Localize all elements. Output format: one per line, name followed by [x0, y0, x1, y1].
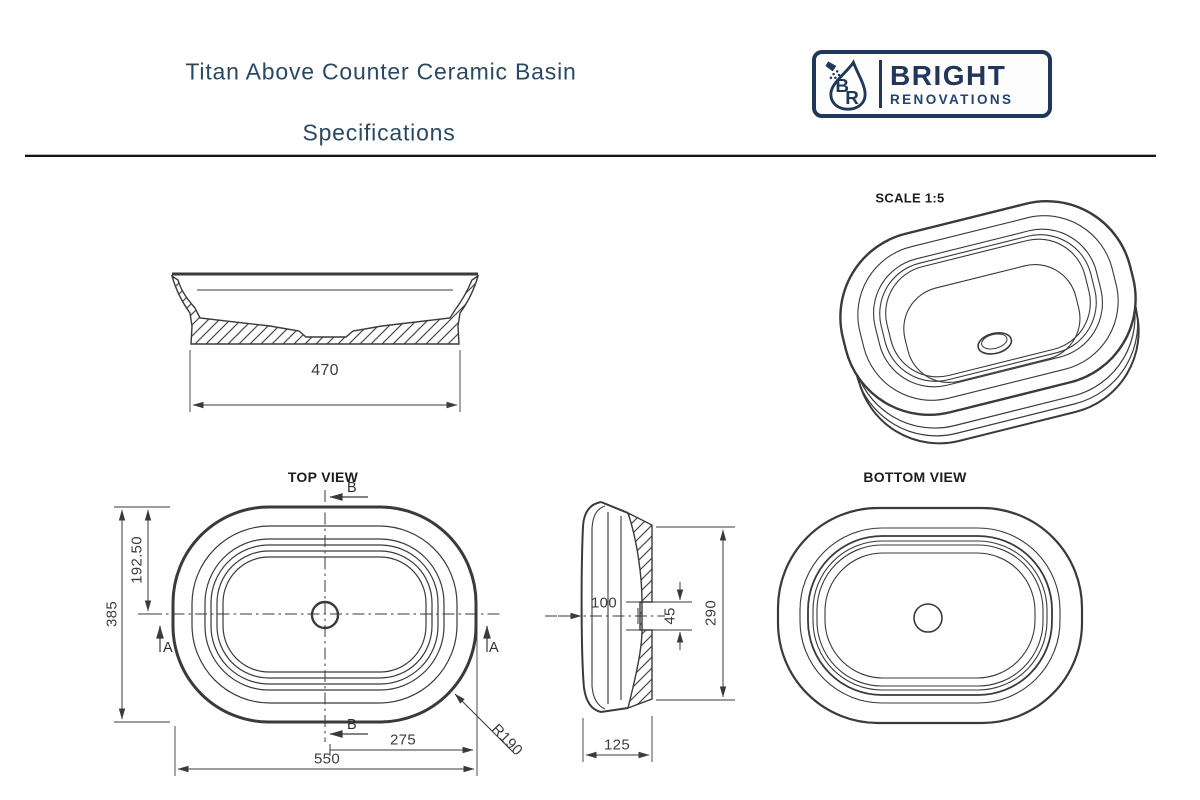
- section-marker-b: [329, 493, 368, 738]
- isometric-view: [839, 199, 1140, 445]
- shower-head-shape: [825, 61, 837, 72]
- dim-385-label: 385: [103, 601, 121, 627]
- dim-385: [114, 506, 170, 723]
- bottom-view-label: BOTTOM VIEW: [863, 469, 967, 485]
- logo-monogram-r: R: [845, 88, 859, 109]
- dim-290-label: 290: [702, 600, 720, 626]
- dim-100-label: 100: [591, 594, 617, 612]
- water-drop-shower-icon: B R: [825, 59, 867, 111]
- section-view: [545, 501, 735, 762]
- section-b-label-bottom: B: [347, 717, 357, 733]
- drain-hole-iso: [977, 332, 1013, 355]
- drain-hole-bottom-view: [913, 603, 943, 633]
- section-b-label-top: B: [347, 480, 357, 496]
- dim-45-label: 45: [661, 607, 679, 625]
- page-title: Titan Above Counter Ceramic Basin: [185, 58, 577, 85]
- bottom-view: [776, 506, 1084, 725]
- centerlines-top-view: [150, 490, 500, 742]
- page-subtitle: Specifications: [302, 119, 456, 146]
- scale-label: SCALE 1:5: [875, 190, 945, 206]
- brand-tagline: RENOVATIONS: [890, 91, 1014, 107]
- dim-550-label: 550: [314, 750, 340, 768]
- dim-125-label: 125: [604, 736, 630, 754]
- section-a-label-left: A: [163, 640, 173, 656]
- drain-hole-top-view: [310, 600, 340, 630]
- dim-45: [646, 582, 692, 650]
- dim-275-label: 275: [390, 731, 416, 749]
- dim-290: [656, 526, 735, 701]
- brand-text: BRIGHT RENOVATIONS: [890, 59, 1014, 107]
- top-view: [114, 490, 514, 776]
- section-a-label-right: A: [489, 640, 499, 656]
- front-section-hatched-wall: [170, 274, 480, 345]
- section-marker-a: [156, 625, 491, 652]
- leader-r190: [454, 693, 514, 753]
- dim-192-50-label: 192.50: [128, 536, 146, 584]
- dim-192-50: [138, 509, 162, 615]
- dim-470: [189, 350, 461, 412]
- dim-275: [329, 744, 474, 756]
- logo-monogram-b: B: [835, 76, 849, 97]
- top-view-label: TOP VIEW: [287, 469, 359, 485]
- brand-logo: B R BRIGHT RENOVATIONS: [812, 50, 1052, 118]
- water-drop-outline: [829, 59, 867, 111]
- dim-100: [558, 608, 639, 624]
- dim-550: [174, 618, 478, 776]
- brand-name: BRIGHT: [890, 59, 1007, 91]
- front-section-view: [170, 272, 480, 412]
- spray-dots: [829, 70, 841, 79]
- dim-125: [582, 716, 653, 762]
- dim-470-label: 470: [311, 362, 339, 379]
- header-divider-rule: [25, 154, 1156, 157]
- section-hatched-wall: [626, 511, 653, 710]
- logo-divider: [879, 60, 882, 108]
